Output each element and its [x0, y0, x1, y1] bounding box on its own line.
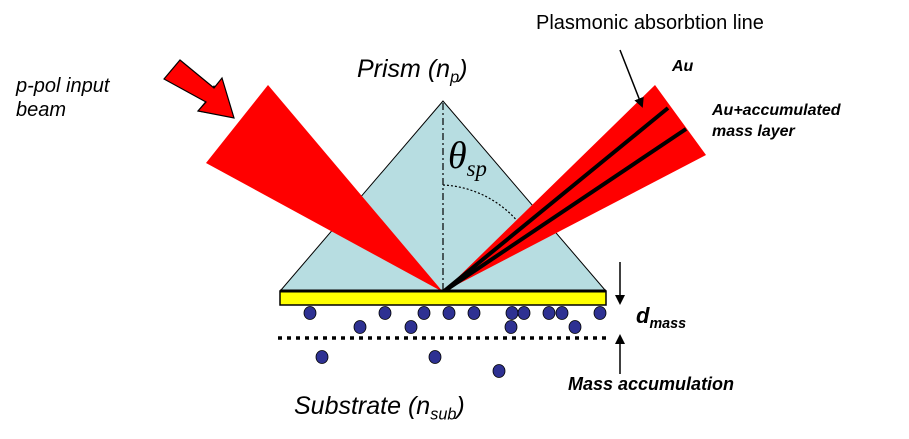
particle: [303, 306, 317, 320]
theta-angle-arc: [442, 184, 520, 224]
particle: [315, 350, 329, 364]
particle: [353, 320, 367, 334]
incident-beam: [206, 85, 443, 292]
plasmonic-line-label: Plasmonic absorbtion line: [536, 12, 764, 34]
dmass-label-sub: mass: [649, 316, 687, 332]
input-beam-label: p-pol input beam: [16, 74, 109, 122]
particle: [555, 306, 569, 320]
input-beam-arrow-body: [163, 59, 235, 119]
particle: [428, 350, 442, 364]
prism-label-sub: p: [450, 68, 460, 87]
particle: [442, 306, 456, 320]
particle: [378, 306, 392, 320]
plasmonic-pointer-arrow: [619, 49, 644, 108]
gold-layer: [279, 290, 607, 306]
particle: [568, 320, 582, 334]
particle: [542, 306, 556, 320]
theta-symbol: θ: [448, 135, 467, 177]
au-mass-label: Au+accumulated mass layer: [712, 100, 840, 142]
au-label: Au: [672, 58, 694, 75]
particle: [517, 306, 531, 320]
particle: [505, 306, 519, 320]
substrate-label: Substrate (nsub): [294, 392, 465, 424]
dmass-label: dmass: [636, 303, 687, 332]
input-beam-label-line2: beam: [16, 99, 67, 121]
mass-accumulation-label: Mass accumulation: [568, 374, 735, 394]
prism-label-text: Prism (n: [357, 55, 451, 83]
theta-sub: sp: [466, 155, 487, 181]
prism-label-close: ): [459, 55, 468, 83]
au-mass-label-line1: Au+accumulated: [712, 102, 841, 119]
particle: [417, 306, 431, 320]
au-mass-label-line2: mass layer: [712, 123, 795, 140]
particle: [404, 320, 418, 334]
prism-label: Prism (np): [357, 55, 468, 87]
dmass-label-text: d: [636, 303, 650, 328]
au-mass-absorption-line: [441, 127, 688, 294]
substrate-label-close: ): [456, 392, 465, 420]
input-beam-label-line1: p-pol input: [16, 75, 110, 97]
mass-particles: [303, 306, 607, 378]
substrate-label-text: Substrate (n: [294, 392, 431, 420]
au-absorption-line: [441, 106, 670, 294]
theta-label: θsp: [448, 134, 487, 181]
particle: [467, 306, 481, 320]
particle: [593, 306, 607, 320]
substrate-label-sub: sub: [430, 405, 457, 424]
particle: [492, 364, 506, 378]
particle: [504, 320, 518, 334]
